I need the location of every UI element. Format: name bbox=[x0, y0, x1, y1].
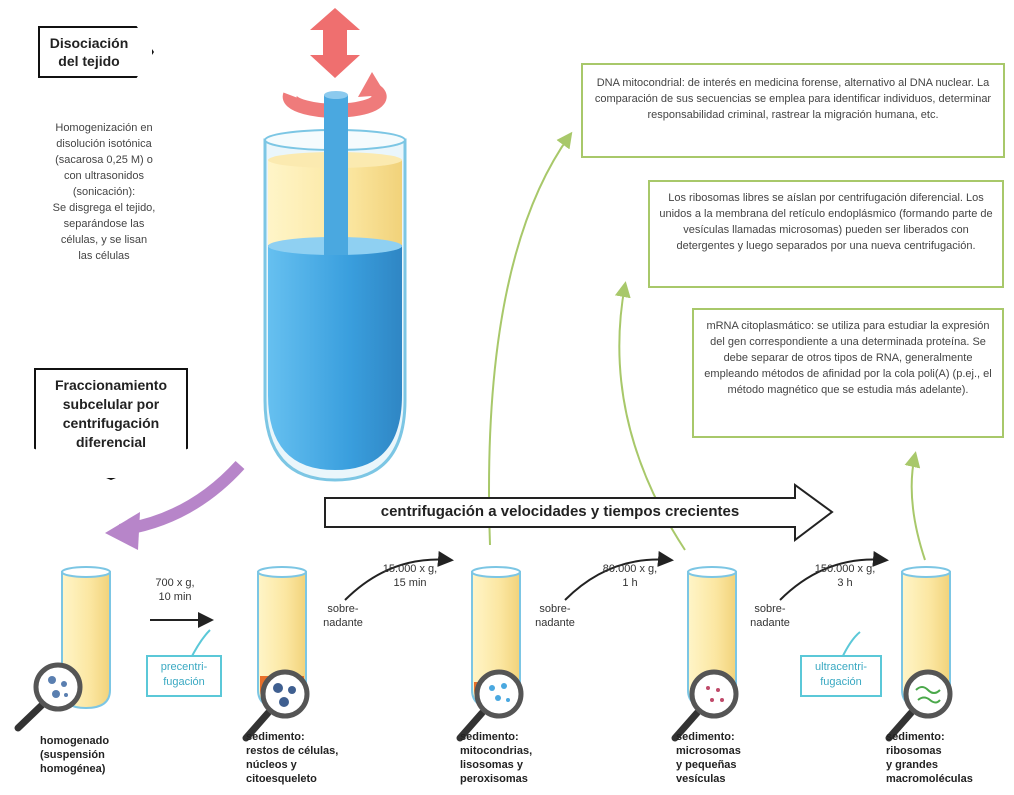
note-ribosomas: Los ribosomas libres se aíslan por centr… bbox=[648, 180, 1004, 288]
magnifier-2 bbox=[242, 669, 310, 742]
sobrenadante-1: sobre-nadante bbox=[323, 603, 363, 629]
big-arrow-label: centrifugación a velocidades y tiempos c… bbox=[380, 503, 740, 520]
homogenizer-tube bbox=[263, 8, 407, 482]
sediment-5: sedimento: ribosomas y grandes macromolé… bbox=[886, 731, 973, 785]
sediment-4: sedimento: microsomas y pequeñas vesícul… bbox=[676, 731, 741, 785]
sediment-1: homogenado (suspensión homogénea) bbox=[40, 735, 110, 775]
homogenization-text: Homogenización en disolución isotónica (… bbox=[52, 122, 156, 262]
disociacion-box: Disociación del tejido bbox=[38, 26, 154, 78]
magnifier-3 bbox=[456, 669, 524, 742]
sobrenadante-2: sobre-nadante bbox=[535, 603, 575, 629]
magnifier-1 bbox=[14, 662, 83, 732]
big-arrow bbox=[324, 483, 834, 543]
ultracentrifugacion-tag: ultracentri- fugación bbox=[800, 655, 882, 697]
disociacion-label: Disociación del tejido bbox=[49, 35, 129, 69]
sobrenadante-3: sobre-nadante bbox=[750, 603, 790, 629]
updown-arrow bbox=[310, 8, 360, 78]
sediment-3: sedimento: mitocondrias, lisosomas y per… bbox=[460, 731, 533, 785]
fraccionamiento-label: Fraccionamiento subcelular por centrifug… bbox=[54, 377, 168, 450]
note-dna: DNA mitocondrial: de interés en medicina… bbox=[581, 63, 1005, 158]
step-label-4: 150.000 x g,3 h bbox=[814, 563, 876, 589]
precentrifugacion-tag: precentri- fugación bbox=[146, 655, 222, 697]
step-label-3: 80.000 x g,1 h bbox=[602, 563, 658, 589]
step-label-1: 700 x g,10 min bbox=[155, 577, 195, 603]
magnifier-5 bbox=[885, 669, 953, 742]
step-label-2: 15.000 x g,15 min bbox=[382, 563, 438, 589]
note-mrna: mRNA citoplasmático: se utiliza para est… bbox=[692, 308, 1004, 438]
sediment-2: sedimento: restos de células, núcleos y … bbox=[246, 731, 339, 785]
magnifier-4 bbox=[671, 669, 739, 742]
